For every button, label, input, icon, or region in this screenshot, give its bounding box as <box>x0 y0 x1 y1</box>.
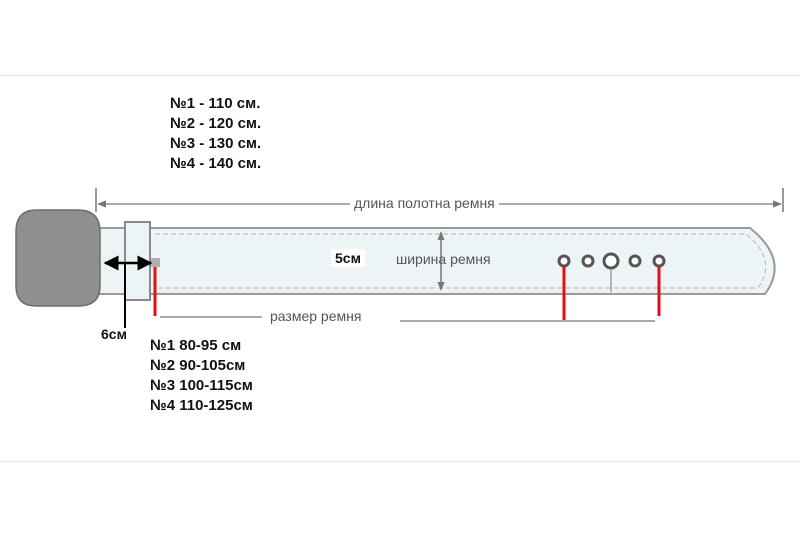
belt-size-option: №3 100-115см <box>150 377 253 394</box>
buckle-prong-square <box>151 258 160 267</box>
strap-length-options: №1 - 110 см. №2 - 120 см. №3 - 130 см. №… <box>170 94 261 174</box>
width-value: 5см <box>331 249 365 267</box>
strap-length-option: №1 - 110 см. <box>170 95 261 112</box>
strap-length-option: №2 - 120 см. <box>170 115 262 132</box>
belt-width-label: ширина ремня <box>396 251 491 267</box>
belt-hole-5 <box>652 254 666 268</box>
belt-hole-4 <box>628 254 642 268</box>
belt-size-option: №2 90-105см <box>150 357 246 374</box>
belt-size-option: №1 80-95 см <box>150 337 242 354</box>
belt-stitching <box>155 233 767 289</box>
strap-length-label: длина полотна ремня <box>350 195 499 211</box>
strap-length-option: №4 - 140 см. <box>170 155 262 172</box>
belt-hole-3 <box>602 252 620 270</box>
buckle <box>15 209 101 307</box>
belt-size-options: №1 80-95 см №2 90-105см №3 100-115см №4 … <box>150 336 253 416</box>
belt-size-option: №4 110-125см <box>150 397 253 414</box>
belt-hole-1 <box>557 254 571 268</box>
strap-length-option: №3 - 130 см. <box>170 135 262 152</box>
belt-size-label: размер ремня <box>266 308 366 324</box>
belt-strap <box>95 227 776 295</box>
belt-hole-2 <box>581 254 595 268</box>
buckle-width-label: 6см <box>101 326 127 342</box>
belt-keeper <box>124 221 151 301</box>
